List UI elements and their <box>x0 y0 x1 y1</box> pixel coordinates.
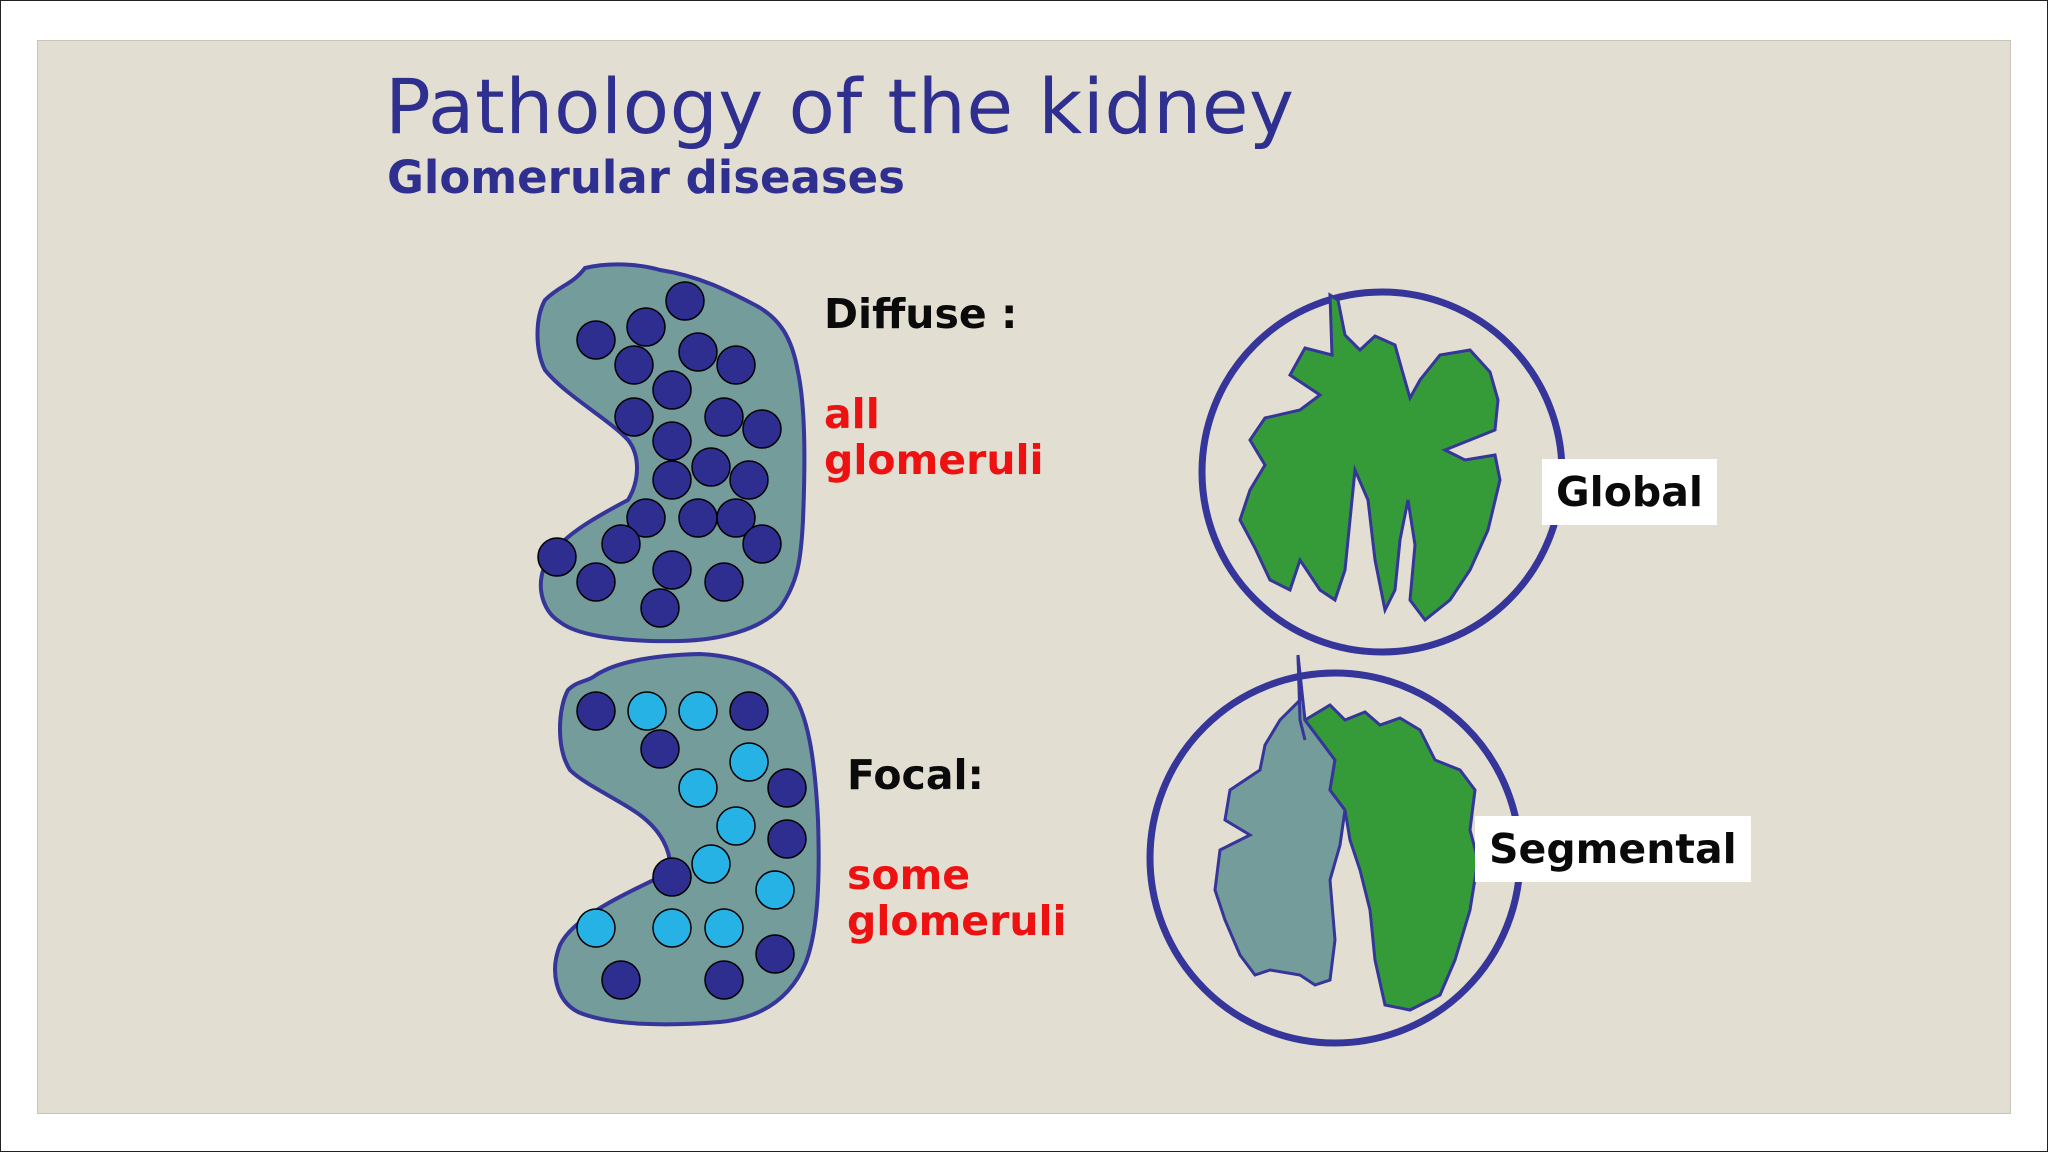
segmental-label: Segmental <box>1475 816 1751 882</box>
focal-line2: glomeruli <box>847 897 1067 945</box>
slide-background <box>37 40 2011 1114</box>
global-label: Global <box>1542 459 1717 525</box>
slide-title: Pathology of the kidney <box>385 62 1295 151</box>
slide-subtitle: Glomerular diseases <box>387 151 905 204</box>
glomerulus-segmental <box>1146 654 1524 1047</box>
glomerulus-global <box>1198 288 1566 656</box>
diffuse-glomeruli <box>537 281 782 628</box>
segmental-sclerosis <box>1302 703 1480 1012</box>
diffuse-line1: all <box>824 390 880 438</box>
focal-glomeruli <box>576 691 807 1000</box>
kidney-focal <box>553 651 821 1027</box>
focal-line1: some <box>847 851 971 899</box>
focal-heading: Focal: <box>847 751 984 799</box>
kidney-diffuse <box>535 262 807 644</box>
diffuse-line2: glomeruli <box>824 436 1044 484</box>
segmental-stalk <box>1296 654 1307 741</box>
global-sclerosis <box>1238 292 1502 623</box>
diffuse-heading: Diffuse : <box>824 290 1018 338</box>
